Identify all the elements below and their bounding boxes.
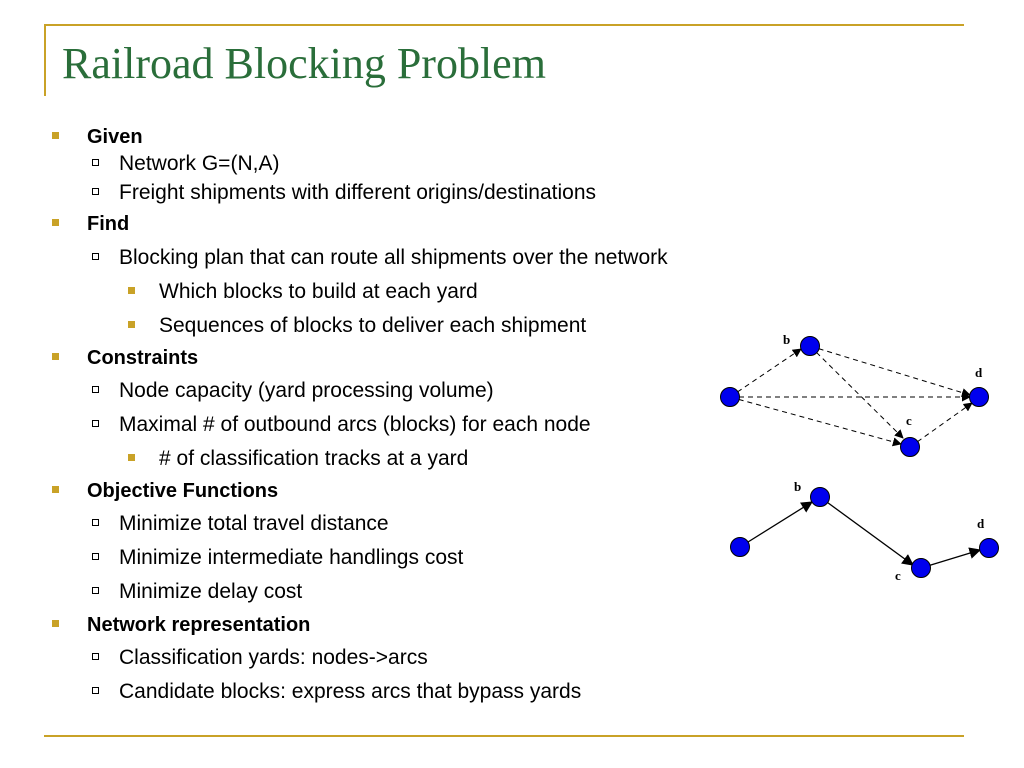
- sub-bullet: Candidate blocks: express arcs that bypa…: [92, 679, 581, 705]
- node-a: [720, 387, 740, 407]
- sub-bullet: Node capacity (yard processing volume): [92, 378, 494, 404]
- hollow-square-icon: [92, 518, 99, 526]
- node-label-b2: b: [794, 479, 801, 494]
- hollow-square-icon: [92, 252, 99, 260]
- sub-bullet: Minimize delay cost: [92, 579, 302, 605]
- bullet-text: Network G=(N,A): [119, 152, 280, 175]
- sub-bullet: Maximal # of outbound arcs (blocks) for …: [92, 412, 591, 438]
- path-b-c: [819, 496, 914, 566]
- bullet-text: Node capacity (yard processing volume): [119, 379, 494, 402]
- bullet-text: Freight shipments with different origins…: [119, 181, 597, 204]
- hollow-square-icon: [92, 586, 99, 594]
- bullet-text: Which blocks to build at each yard: [159, 280, 478, 303]
- hollow-square-icon: [92, 187, 99, 195]
- bullet-square-icon: [128, 320, 135, 328]
- sub-bullet: Classification yards: nodes->arcs: [92, 645, 428, 671]
- bullet-text: Maximal # of outbound arcs (blocks) for …: [119, 413, 591, 436]
- bullet-text: Constraints: [87, 347, 199, 369]
- arc-b-c: [809, 345, 904, 439]
- node-label-b: b: [783, 332, 790, 347]
- bullet-square-icon: [52, 620, 59, 628]
- node-a2: [730, 537, 750, 557]
- node-label-d: d: [975, 365, 983, 380]
- bullet-text: Candidate blocks: express arcs that bypa…: [119, 680, 582, 703]
- bullet-square-icon: [128, 286, 135, 294]
- hollow-square-icon: [92, 652, 99, 660]
- hollow-square-icon: [92, 686, 99, 694]
- sub-sub-bullet: Which blocks to build at each yard: [128, 279, 478, 305]
- bullet-objective: Objective Functions: [52, 478, 278, 504]
- arc-c-d: [909, 402, 973, 448]
- bullet-text: Sequences of blocks to deliver each ship…: [159, 314, 587, 337]
- bullet-square-icon: [52, 132, 59, 140]
- bullet-text: # of classification tracks at a yard: [159, 447, 469, 470]
- node-b: [800, 336, 820, 356]
- node-label-c2: c: [895, 568, 901, 583]
- node-c: [900, 437, 920, 457]
- bullet-text: Find: [87, 213, 130, 235]
- bullet-text: Minimize total travel distance: [119, 512, 389, 535]
- sub-sub-bullet: Sequences of blocks to deliver each ship…: [128, 313, 586, 339]
- sub-sub-bullet: # of classification tracks at a yard: [128, 446, 468, 472]
- arc-a-b: [729, 348, 802, 398]
- node-label-c: c: [906, 413, 912, 428]
- bullet-square-icon: [52, 353, 59, 361]
- sub-bullet: Network G=(N,A): [92, 151, 279, 177]
- bullet-square-icon: [52, 219, 59, 227]
- arc-b-d: [809, 345, 971, 397]
- arc-a-c: [729, 396, 902, 447]
- sub-bullet: Freight shipments with different origins…: [92, 180, 596, 206]
- sub-bullet: Minimize total travel distance: [92, 511, 389, 537]
- bullet-given: Given: [52, 124, 143, 150]
- bullet-text: Blocking plan that can route all shipmen…: [119, 246, 668, 269]
- left-rule: [44, 24, 46, 96]
- node-d2: [979, 538, 999, 558]
- node-c2: [911, 558, 931, 578]
- hollow-square-icon: [92, 552, 99, 560]
- hollow-square-icon: [92, 385, 99, 393]
- sub-bullet: Minimize intermediate handlings cost: [92, 545, 463, 571]
- bullet-network: Network representation: [52, 612, 310, 638]
- bullet-square-icon: [52, 486, 59, 494]
- node-b2: [810, 487, 830, 507]
- bullet-text: Minimize intermediate handlings cost: [119, 546, 464, 569]
- bullet-text: Network representation: [87, 614, 311, 636]
- bullet-find: Find: [52, 211, 129, 237]
- bullet-constraints: Constraints: [52, 345, 198, 371]
- path-a-b: [739, 501, 813, 548]
- slide-title: Railroad Blocking Problem: [62, 39, 546, 88]
- node-label-d2: d: [977, 516, 985, 531]
- bullet-text: Given: [87, 126, 143, 148]
- bullet-text: Classification yards: nodes->arcs: [119, 646, 428, 669]
- bottom-rule: [44, 735, 964, 737]
- bullet-text: Objective Functions: [87, 480, 279, 502]
- hollow-square-icon: [92, 158, 99, 166]
- bullet-text: Minimize delay cost: [119, 580, 303, 603]
- top-rule: [44, 24, 964, 26]
- sub-bullet: Blocking plan that can route all shipmen…: [92, 245, 668, 271]
- node-d: [969, 387, 989, 407]
- path-c-d: [920, 547, 982, 569]
- hollow-square-icon: [92, 419, 99, 427]
- bullet-square-icon: [128, 453, 135, 461]
